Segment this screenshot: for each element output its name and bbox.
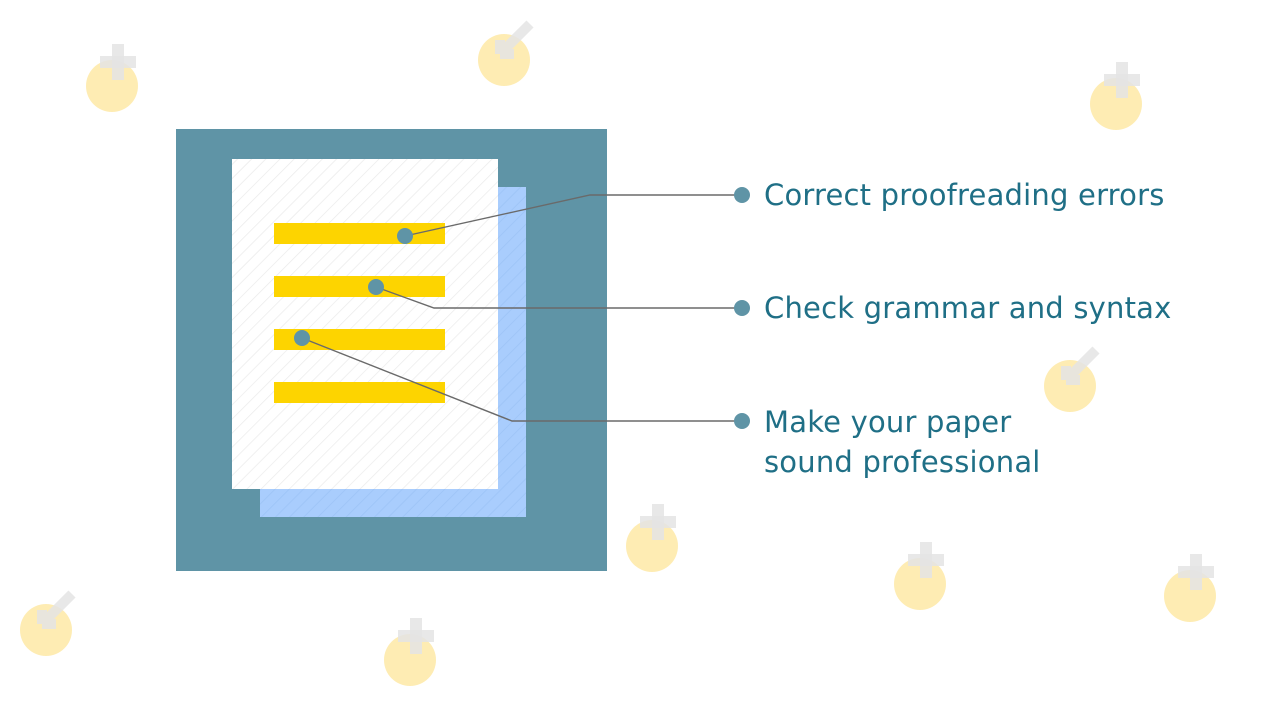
connector-line xyxy=(404,194,742,237)
callout-text: Correct proofreading errors xyxy=(764,178,1165,212)
marker-dot xyxy=(397,228,413,244)
document-icon xyxy=(232,159,526,517)
lightbulb-plus-icon xyxy=(1090,62,1142,130)
lightbulb-plus-icon xyxy=(1164,554,1216,622)
callout-bullet xyxy=(734,300,750,316)
callout-text: sound professional xyxy=(764,445,1041,479)
text-line-bar xyxy=(274,329,445,350)
connectors xyxy=(301,194,742,422)
callout-label-grammar: Check grammar and syntax xyxy=(764,288,1171,328)
marker-dot xyxy=(368,279,384,295)
lightbulb-plus-icon xyxy=(384,618,436,686)
lightbulb-arrow-icon xyxy=(1044,346,1100,412)
connector-line xyxy=(301,337,742,422)
callout-text: Check grammar and syntax xyxy=(764,291,1172,325)
callout-label-professional: Make your paper sound professional xyxy=(764,402,1041,482)
callout-label-proofreading: Correct proofreading errors xyxy=(764,175,1165,215)
lightbulb-plus-icon xyxy=(86,44,138,112)
connector-line xyxy=(375,286,742,309)
lightbulb-arrow-icon xyxy=(478,20,534,86)
text-line-bar xyxy=(274,382,445,403)
lightbulb-plus-icon xyxy=(894,542,946,610)
callout-bullet xyxy=(734,187,750,203)
callout-text: Make your paper xyxy=(764,405,1012,439)
text-line-bar xyxy=(274,276,445,297)
marker-dot xyxy=(294,330,310,346)
lightbulb-arrow-icon xyxy=(20,590,76,656)
callout-bullet xyxy=(734,413,750,429)
lightbulb-plus-icon xyxy=(626,504,678,572)
